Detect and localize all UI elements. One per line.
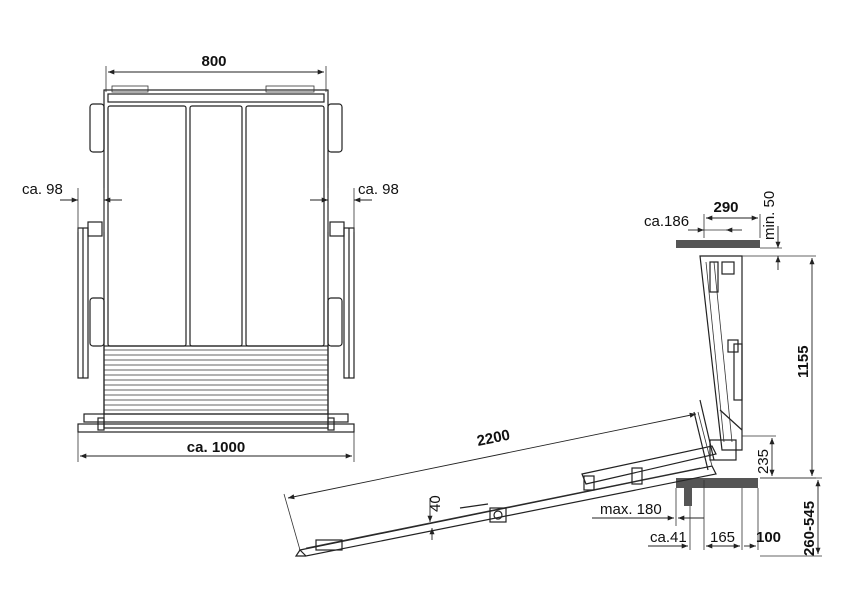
label-100: 100 (756, 529, 781, 546)
label-290: 290 (713, 199, 738, 216)
dimension-ca186: ca.186 (644, 213, 742, 233)
label-40: 40 (427, 495, 444, 512)
label-min50: min. 50 (761, 191, 778, 240)
label-2200: 2200 (475, 427, 511, 450)
label-ca98-left: ca. 98 (22, 181, 63, 198)
label-ca98-right: ca. 98 (358, 181, 399, 198)
dimension-2200: 2200 (283, 411, 713, 551)
dimension-40: 40 (427, 495, 444, 540)
label-165: 165 (710, 529, 735, 546)
folded-platform-slats (103, 345, 329, 415)
lift-mast (699, 255, 743, 461)
dimension-235: 235 (742, 435, 776, 476)
cabinet-body (77, 85, 355, 429)
front-view: 800 (22, 53, 399, 462)
cabinet-base (77, 413, 355, 433)
label-235: 235 (755, 449, 772, 474)
dimension-800: 800 (105, 53, 327, 92)
label-800: 800 (201, 53, 226, 70)
dimension-260-545: 260-545 (760, 477, 822, 557)
dimension-290: 290 (703, 199, 761, 238)
label-ca1000: ca. 1000 (187, 439, 245, 456)
side-view: 290 ca.186 min. 50 1155 235 (283, 191, 822, 557)
dimension-1155: 1155 (760, 255, 816, 479)
dimension-min50: min. 50 (742, 191, 782, 270)
dimension-ca98-right: ca. 98 (310, 181, 399, 232)
label-260-545: 260-545 (801, 501, 818, 556)
dimension-max180: max. 180 (592, 488, 704, 526)
dimension-bottom-row: ca.41 165 100 (648, 480, 781, 550)
dimension-ca1000: ca. 1000 (77, 432, 355, 462)
label-max180: max. 180 (600, 501, 662, 518)
label-ca41: ca.41 (650, 529, 687, 546)
dimension-ca98-left: ca. 98 (22, 181, 122, 232)
label-ca186: ca.186 (644, 213, 689, 230)
label-1155: 1155 (795, 345, 812, 378)
ceiling-hatch (676, 240, 760, 248)
